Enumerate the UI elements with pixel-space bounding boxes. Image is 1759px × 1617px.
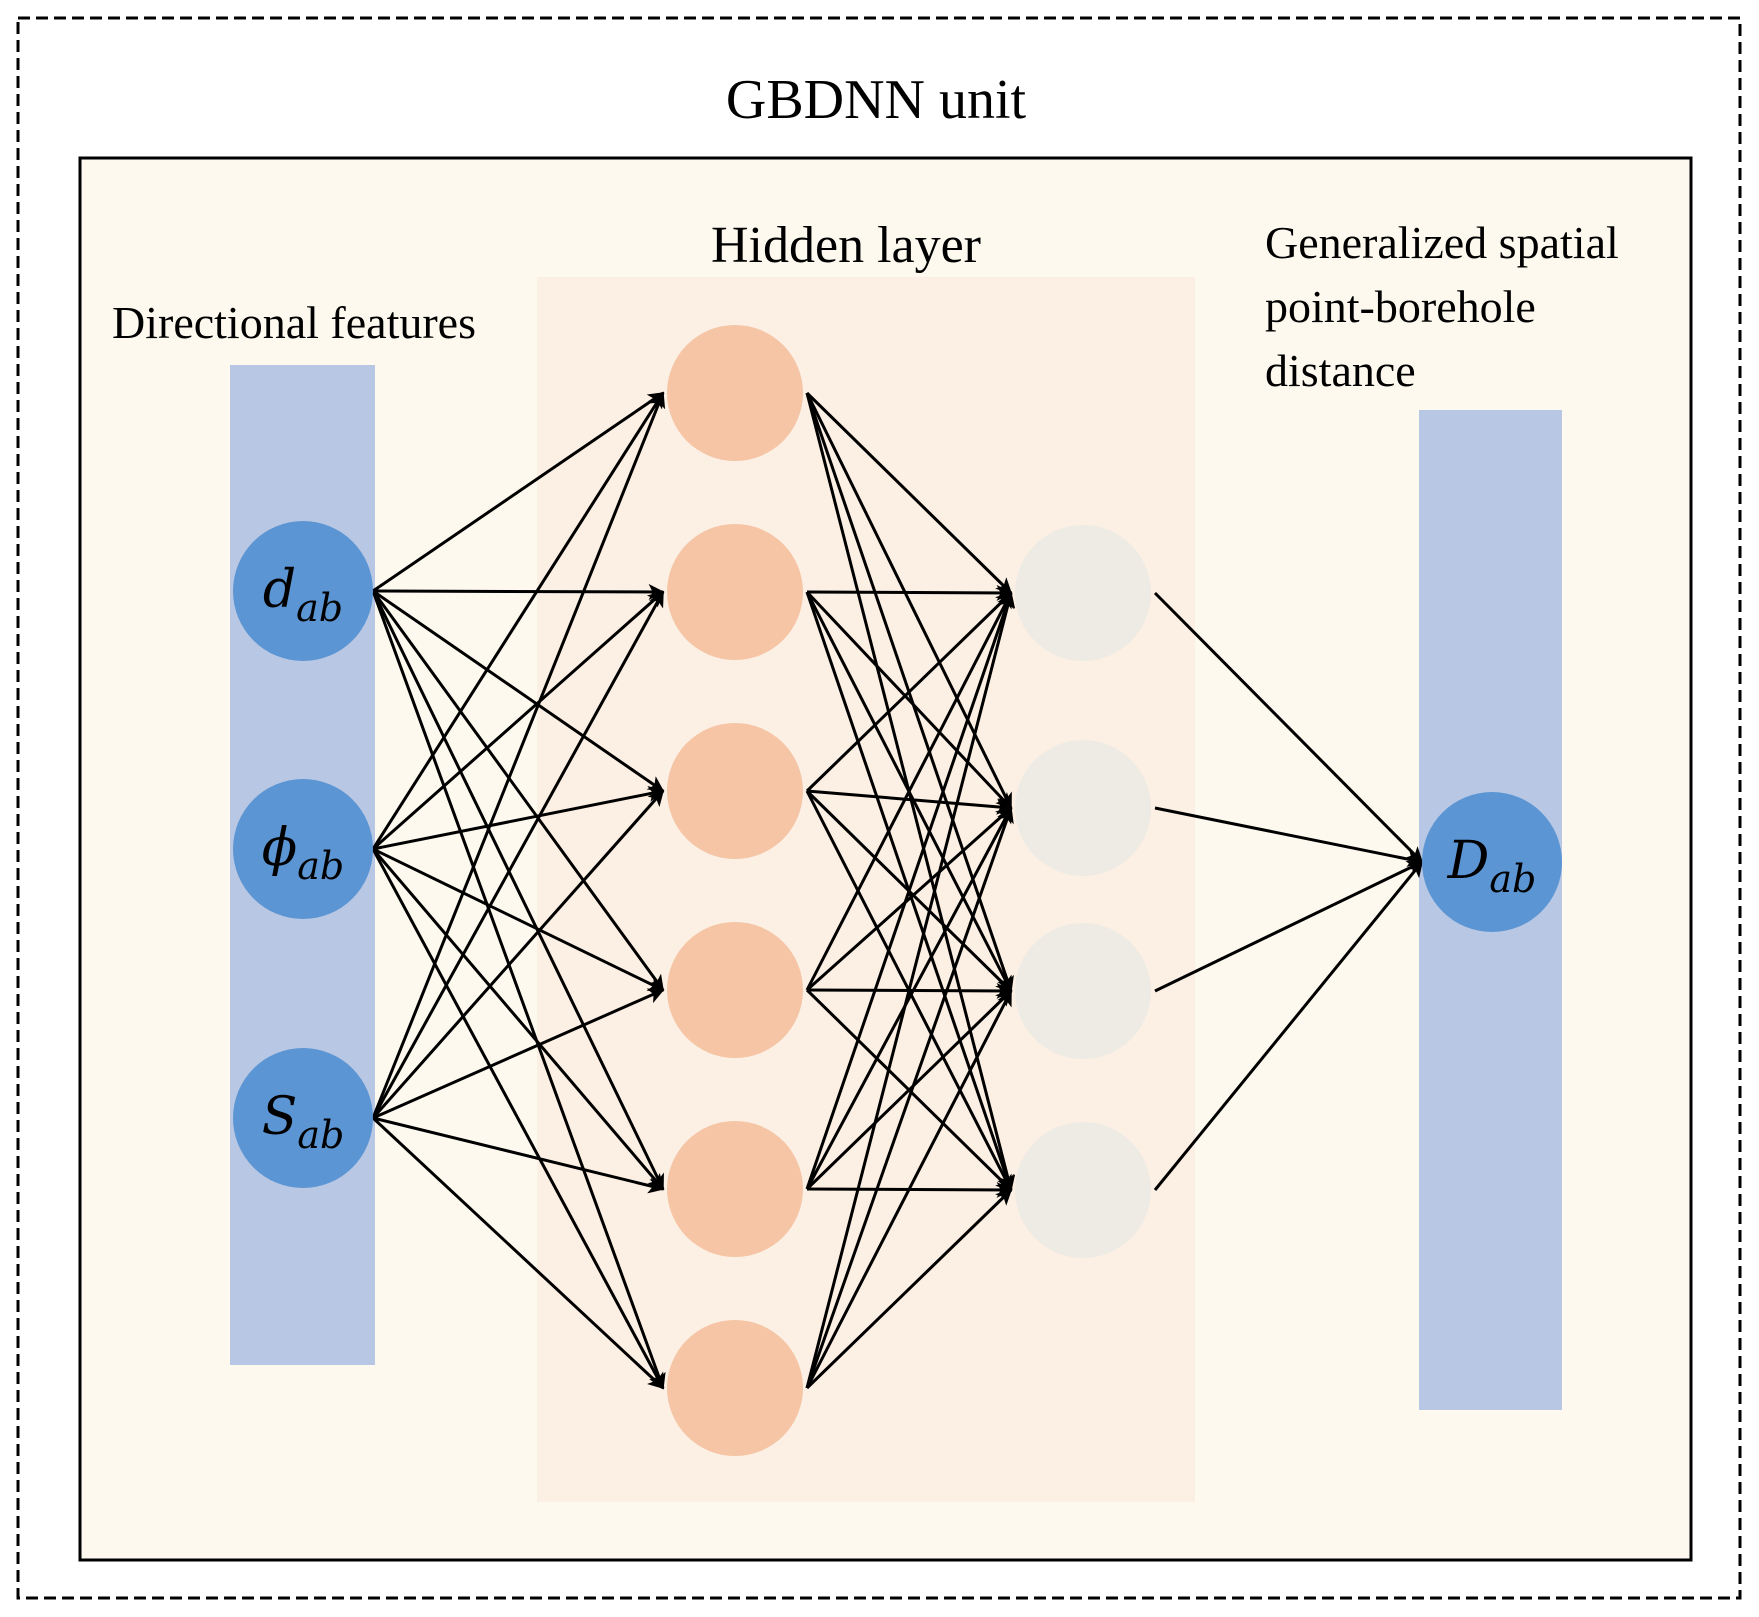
- output-node-label-subscript: ab: [1489, 857, 1536, 901]
- input-node-label-1-base: d: [263, 560, 296, 620]
- edge-hidden1-4-to-hidden2-2: [806, 806, 1013, 992]
- hidden-layer1-node-2: [667, 524, 803, 660]
- hidden-layer2-node-4: [1015, 1122, 1151, 1258]
- hidden-layer2-node-1: [1015, 525, 1151, 661]
- hidden-layer1-node-6: [667, 1320, 803, 1456]
- output-label: Generalized spatial point-borehole dista…: [1265, 217, 1630, 396]
- output-label-line-1: Generalized spatial: [1265, 217, 1619, 268]
- hidden-layer2-node-3: [1015, 923, 1151, 1059]
- edge-hidden2-3-to-output: [1154, 860, 1424, 993]
- connection-edges: [371, 391, 1424, 1390]
- hidden-layer2-node-2: [1015, 740, 1151, 876]
- diagram-title: GBDNN unit: [726, 69, 1027, 131]
- output-node-label-base: D: [1447, 831, 1490, 891]
- edge-hidden1-2-to-hidden2-2: [805, 590, 1013, 810]
- edge-hidden1-3-to-hidden2-1: [805, 591, 1013, 793]
- edge-hidden1-2-to-hidden2-1: [806, 584, 1013, 601]
- edge-hidden1-6-to-hidden2-1: [805, 591, 1016, 1389]
- input-node-label-3: Sab: [262, 1087, 345, 1157]
- output-label-line-2: point-borehole: [1265, 281, 1536, 332]
- edge-hidden1-3-to-hidden2-2: [806, 789, 1013, 815]
- input-node-label-3-subscript: ab: [297, 1113, 344, 1157]
- edge-hidden1-5-to-hidden2-1: [805, 591, 1014, 1190]
- input-node-2: [233, 779, 373, 919]
- edge-hidden2-2-to-output: [1154, 806, 1424, 867]
- edge-input-3-to-hidden1-4: [372, 988, 665, 1120]
- edge-hidden1-6-to-hidden2-4: [805, 1188, 1013, 1390]
- edge-input-3-to-hidden1-1: [371, 391, 666, 1119]
- input-node-3: [233, 1048, 373, 1188]
- edge-input-3-to-hidden1-2: [371, 590, 665, 1119]
- input-node-label-3-base: S: [262, 1087, 298, 1147]
- edge-hidden1-1-to-hidden2-1: [805, 391, 1013, 595]
- input-node-label-1-subscript: ab: [296, 586, 343, 630]
- edge-input-1-to-hidden1-5: [371, 590, 665, 1191]
- input-node-label-1: dab: [263, 560, 343, 630]
- edge-hidden1-5-to-hidden2-2: [805, 806, 1013, 1190]
- edge-input-1-to-hidden1-3: [372, 589, 665, 793]
- edge-hidden2-1-to-output: [1153, 591, 1424, 864]
- output-node: [1422, 792, 1562, 932]
- edge-input-2-to-hidden1-2: [372, 590, 665, 851]
- hidden-layer1-node-5: [667, 1121, 803, 1257]
- edge-input-1-to-hidden1-2: [372, 583, 665, 600]
- edge-hidden1-4-to-hidden2-1: [805, 591, 1013, 991]
- hidden-layer-label: Hidden layer: [711, 217, 981, 274]
- edge-input-2-to-hidden1-4: [372, 847, 665, 992]
- edge-input-2-to-hidden1-5: [371, 848, 665, 1191]
- edge-input-1-to-hidden1-4: [371, 590, 665, 992]
- output-label-line-3: distance: [1265, 345, 1416, 396]
- edge-input-3-to-hidden1-6: [371, 1116, 665, 1390]
- edge-input-1-to-hidden1-1: [372, 391, 665, 593]
- edge-hidden2-4-to-output: [1153, 860, 1424, 1191]
- input-node-label-2: ϕab: [262, 818, 344, 888]
- edge-input-2-to-hidden1-1: [371, 391, 665, 850]
- edge-hidden1-1-to-hidden2-2: [805, 392, 1013, 810]
- edge-hidden1-6-to-hidden2-2: [805, 806, 1014, 1389]
- input-node-label-2-base: ϕ: [262, 818, 297, 878]
- edge-input-3-to-hidden1-3: [371, 789, 665, 1119]
- input-node-label-2-subscript: ab: [297, 844, 344, 888]
- edge-input-2-to-hidden1-3: [372, 785, 665, 851]
- edge-input-2-to-hidden1-6: [371, 848, 665, 1390]
- hidden-layer1-node-3: [667, 723, 803, 859]
- edge-input-1-to-hidden1-6: [371, 590, 666, 1390]
- edge-hidden1-5-to-hidden2-3: [805, 989, 1013, 1191]
- hidden-layer1-node-1: [667, 325, 803, 461]
- edge-hidden1-6-to-hidden2-3: [805, 989, 1013, 1389]
- hidden-layer1-node-4: [667, 922, 803, 1058]
- input-features-label: Directional features: [112, 297, 476, 348]
- edge-input-3-to-hidden1-5: [372, 1116, 665, 1194]
- input-node-1: [233, 521, 373, 661]
- hidden-layer-panel: [537, 277, 1195, 1502]
- output-node-label: Dab: [1447, 831, 1537, 901]
